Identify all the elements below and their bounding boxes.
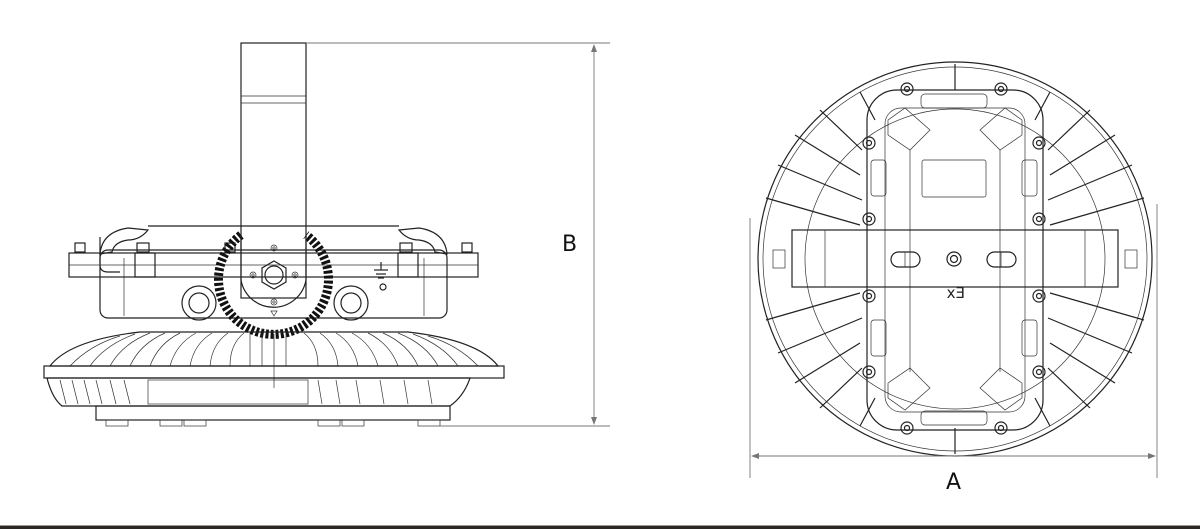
heat-sink (43, 331, 505, 427)
central-housing (866, 89, 1044, 431)
angle-adjust-dial (214, 231, 333, 339)
outer-ring (757, 61, 1153, 457)
handle-right (397, 227, 448, 255)
ex-marking: Ex (947, 284, 965, 302)
handle-left (99, 227, 150, 255)
driver-housing (99, 249, 448, 319)
center-bolt (946, 251, 962, 267)
cable-gland-left (181, 285, 217, 321)
slot-left (890, 251, 921, 268)
mounting-pole (240, 42, 307, 299)
slot-right (986, 251, 1017, 268)
bottom-view: Ex A (749, 61, 1158, 495)
dimension-a: A (749, 204, 1158, 495)
label-plate (921, 159, 987, 198)
ground-icon (374, 262, 388, 291)
dimension-b: B (306, 42, 610, 427)
bottom-border (0, 526, 1200, 529)
bracket-bar-bottom (791, 229, 1119, 288)
side-view: B (43, 42, 610, 427)
divider-line (0, 525, 1200, 526)
dimension-b-label: B (562, 232, 577, 257)
dimension-a-label: A (946, 470, 961, 495)
radial-fins (765, 64, 1145, 454)
cable-gland-right (333, 285, 369, 321)
housing-screws (862, 82, 1046, 435)
